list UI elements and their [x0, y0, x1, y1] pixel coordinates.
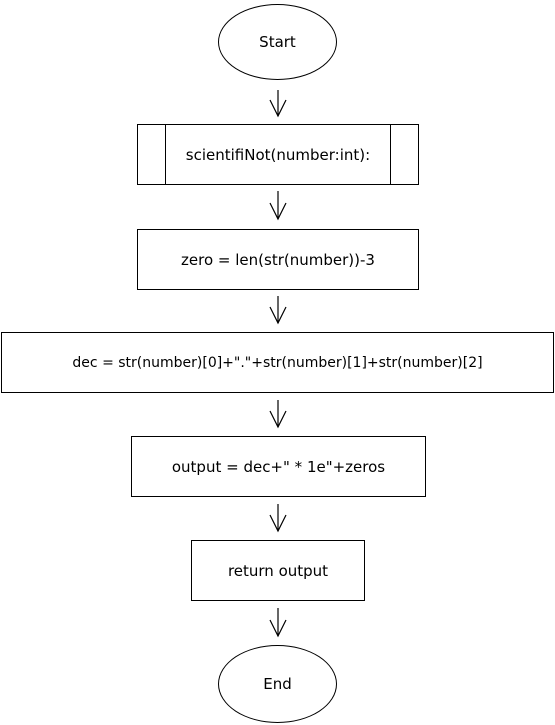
function-definition-node: scientifiNot(number:int):: [137, 124, 419, 185]
start-label: Start: [259, 33, 296, 51]
arrow-return-to-end: [269, 608, 287, 638]
output-assignment-node: output = dec+" * 1e"+zeros: [131, 436, 426, 497]
return-label: return output: [227, 561, 329, 580]
start-node: Start: [218, 4, 337, 80]
arrow-start-to-function: [269, 90, 287, 118]
function-definition-label: scientifiNot(number:int):: [185, 145, 371, 164]
arrow-function-to-zero: [269, 191, 287, 221]
zero-assignment-label: zero = len(str(number))-3: [181, 250, 375, 269]
subroutine-left-bar: [165, 125, 166, 184]
arrow-zero-to-dec: [269, 296, 287, 325]
dec-assignment-label: dec = str(number)[0]+"."+str(number)[1]+…: [72, 354, 483, 371]
arrow-dec-to-output: [269, 400, 287, 429]
subroutine-right-bar: [390, 125, 391, 184]
dec-assignment-node: dec = str(number)[0]+"."+str(number)[1]+…: [1, 332, 554, 393]
end-node: End: [218, 645, 337, 723]
return-node: return output: [191, 540, 365, 601]
arrow-output-to-return: [269, 504, 287, 533]
end-label: End: [263, 675, 292, 693]
zero-assignment-node: zero = len(str(number))-3: [137, 229, 419, 290]
output-assignment-label: output = dec+" * 1e"+zeros: [171, 457, 386, 476]
